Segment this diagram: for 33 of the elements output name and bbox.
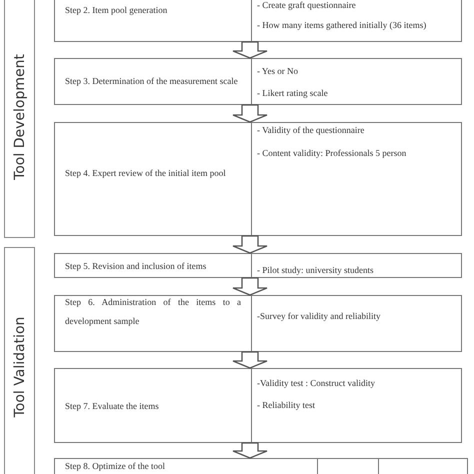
- step-label: Step 2. Item pool generation: [65, 4, 168, 17]
- step-detail: - Likert rating scale: [257, 88, 328, 98]
- step-detail: - Create graft questionnaire: [257, 0, 356, 10]
- block-arrow: [232, 104, 268, 123]
- step-box: [54, 0, 462, 42]
- step-detail: -Validity test : Construct validity: [257, 378, 375, 388]
- step-label: Step 4. Expert review of the initial item pool: [65, 167, 227, 180]
- step-detail: - Reliability test: [257, 400, 315, 410]
- step-detail: - Yes or No: [257, 66, 298, 76]
- step-label: Step 3. Determination of the measurement scale: [65, 75, 239, 88]
- step-label: Step 8. Optimize of the tool: [65, 460, 166, 473]
- phase-band: [4, 0, 35, 238]
- step-detail: - How many items gathered initially (36 items): [257, 20, 426, 30]
- step-box: [54, 295, 462, 352]
- step-box: [54, 253, 462, 278]
- step-box: [54, 122, 462, 236]
- step-box: [54, 58, 462, 105]
- block-arrow: [232, 351, 268, 369]
- step-label: Step 5. Revision and inclusion of items: [65, 260, 208, 273]
- block-arrow: [232, 442, 268, 459]
- phase-band: [4, 247, 35, 474]
- step-box: [54, 368, 462, 443]
- step-label: Step 6. Administration of the items to a development sample: [65, 296, 241, 328]
- block-arrow: [232, 41, 268, 59]
- step-detail: - Pilot study: university students: [257, 265, 374, 275]
- step-detail: -Survey for validity and reliability: [257, 311, 380, 321]
- block-arrow: [232, 277, 268, 296]
- step-detail: - Content validity: Professionals 5 person: [257, 148, 406, 158]
- step-detail: - Validity of the questionnaire: [257, 125, 364, 135]
- step-label: Step 7. Evaluate the items: [65, 400, 160, 413]
- phase-label: Tool Validation: [12, 316, 28, 418]
- block-arrow: [232, 235, 268, 254]
- phase-label: Tool Development: [12, 54, 28, 180]
